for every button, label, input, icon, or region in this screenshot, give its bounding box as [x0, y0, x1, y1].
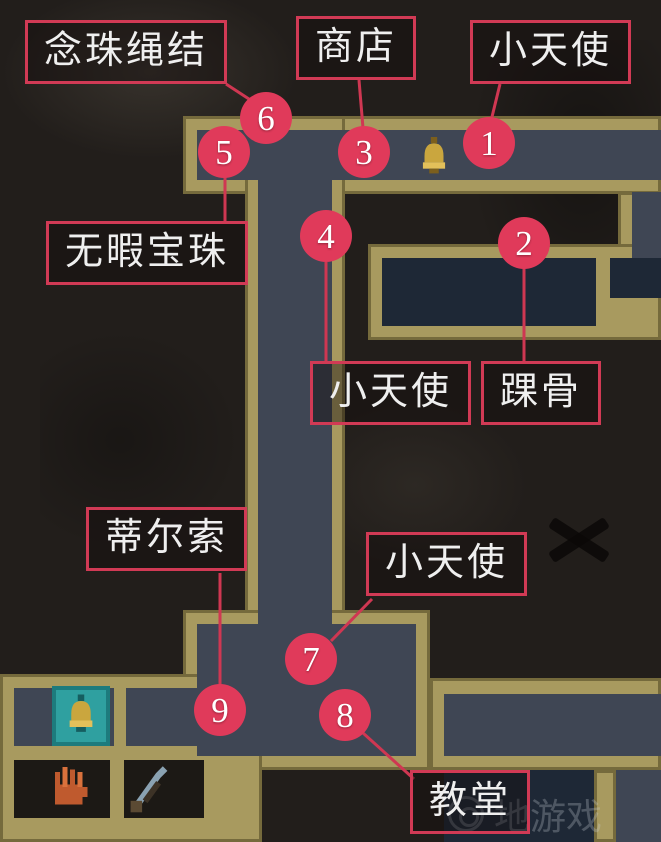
label-ankle-bone: 踝骨	[481, 361, 602, 425]
label-tirso: 蒂尔索	[86, 507, 248, 571]
map-cell-floor	[126, 688, 200, 746]
marker-7: 7	[285, 633, 337, 685]
marker-2: 2	[498, 217, 550, 269]
marker-9: 9	[194, 684, 246, 736]
connector-line-7	[329, 597, 374, 643]
map-right-room-floor	[382, 258, 596, 326]
connector-line-3	[357, 79, 365, 129]
ring-logo-icon	[448, 796, 484, 832]
label-rosary-knot: 念珠绳结	[25, 20, 228, 84]
bell-icon	[421, 137, 447, 175]
bell-icon	[68, 692, 94, 736]
map-bottom-right-divider-wall	[594, 770, 616, 842]
map-right-drop-floor	[632, 192, 661, 262]
watermark-text: 地游戏	[494, 796, 603, 837]
label-cherub-4: 小天使	[310, 361, 472, 425]
marker-8: 8	[319, 689, 371, 741]
marker-6: 6	[240, 92, 292, 144]
connector-line-8	[361, 731, 416, 781]
marker-4: 4	[300, 210, 352, 262]
label-shop: 商店	[296, 16, 417, 80]
label-cherub-7: 小天使	[366, 532, 528, 596]
connector-line-1	[489, 83, 502, 122]
sword-icon	[126, 760, 172, 814]
label-cherub-1: 小天使	[470, 20, 632, 84]
map-bottom-right-floor-east	[616, 770, 661, 842]
label-church: 教堂	[410, 770, 531, 834]
watermark: 地游戏	[448, 788, 602, 840]
map-right-room-floor-east	[610, 258, 661, 298]
map-bottom-right-corridor-floor	[444, 694, 661, 756]
marker-1: 1	[463, 117, 515, 169]
marker-5: 5	[198, 126, 250, 178]
marker-3: 3	[338, 126, 390, 178]
hand-icon	[50, 764, 90, 810]
label-immaculate-bead: 无暇宝珠	[46, 221, 249, 285]
